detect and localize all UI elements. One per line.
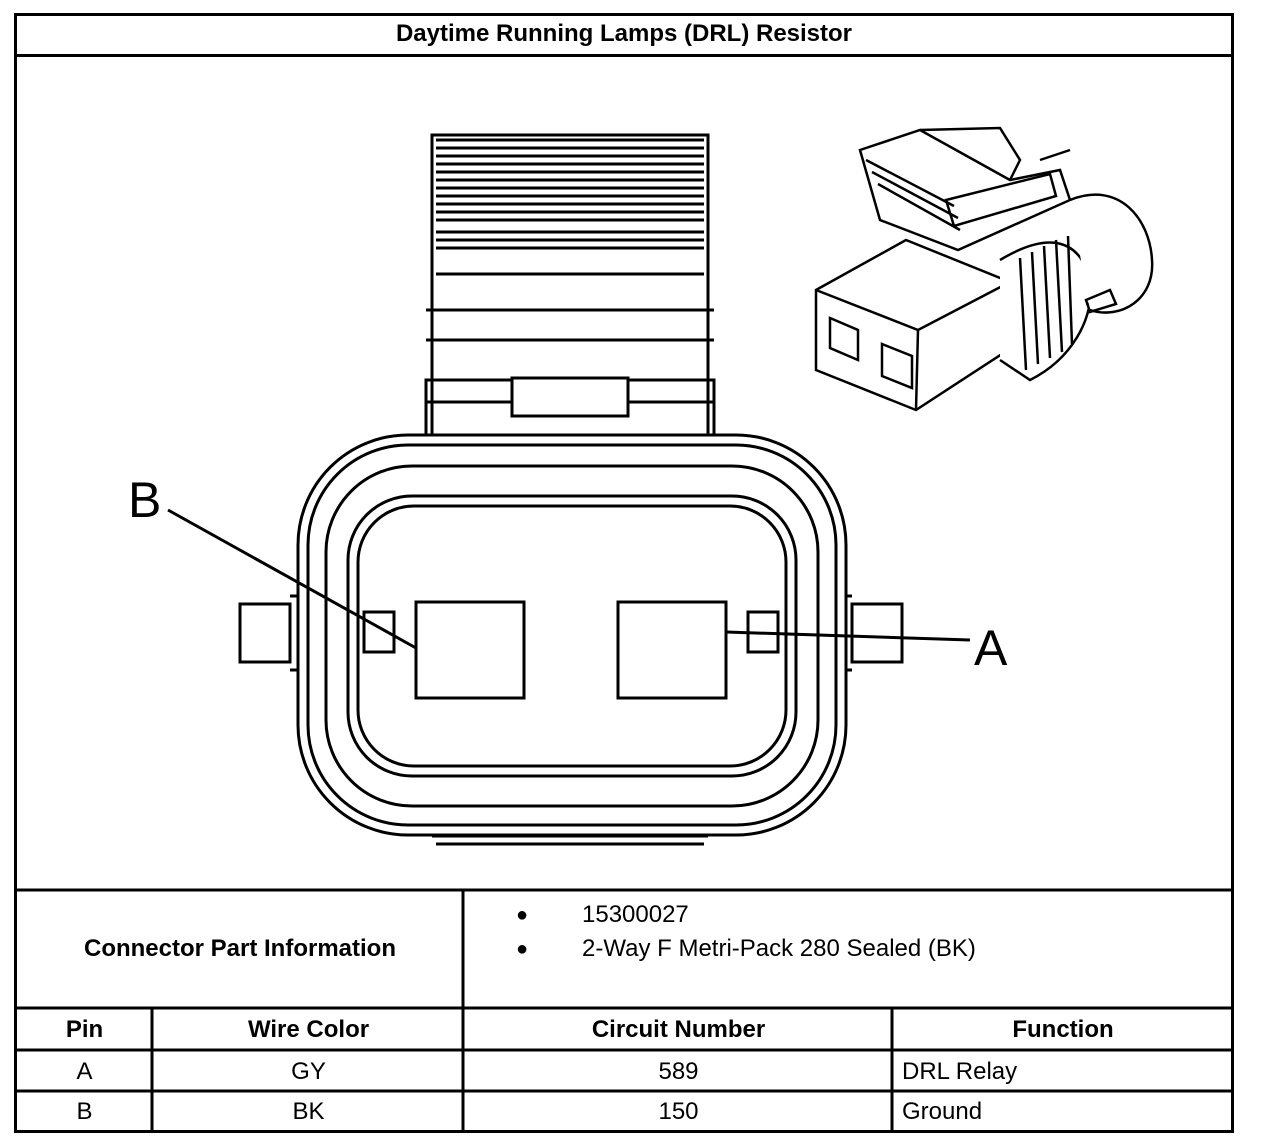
terminal-cavity-b <box>414 600 526 700</box>
column-header-pin: Pin <box>65 1016 104 1043</box>
outer-frame <box>14 13 1234 1133</box>
table-cell: Ground <box>902 1098 983 1125</box>
connector-face-view <box>167 133 971 846</box>
leader-line-a <box>725 630 971 642</box>
table-cell: GY <box>291 1057 326 1085</box>
table-cell: B <box>76 1098 93 1125</box>
part-description: 2-Way F Metri-Pack 280 Sealed (BK) <box>582 935 976 962</box>
leader-line-b <box>167 508 417 650</box>
table-cell: A <box>76 1057 93 1085</box>
connector-info-list: ● 15300027 ● 2-Way F Metri-Pack 280 Seal… <box>500 898 976 966</box>
part-number: 15300027 <box>582 901 689 928</box>
table-cell: 150 <box>658 1098 699 1125</box>
table-cell: DRL Relay <box>902 1057 1018 1085</box>
list-item: ● 15300027 <box>500 898 976 932</box>
pin-label-a: A <box>974 620 1008 676</box>
column-header-circuit-number: Circuit Number <box>591 1016 766 1043</box>
bullet-icon: ● <box>516 937 529 960</box>
table-cell: 589 <box>658 1057 699 1085</box>
connector-iso-view <box>814 126 1154 412</box>
column-header-wire-color: Wire Color <box>247 1016 370 1043</box>
page-title: Daytime Running Lamps (DRL) Resistor <box>14 13 1234 57</box>
bullet-icon: ● <box>516 903 529 926</box>
terminal-cavity-a <box>616 600 728 700</box>
pin-label-b: B <box>128 472 162 528</box>
column-header-function: Function <box>1012 1016 1114 1043</box>
table-cell: BK <box>292 1098 325 1125</box>
list-item: ● 2-Way F Metri-Pack 280 Sealed (BK) <box>500 932 976 966</box>
connector-info-label: Connector Part Information <box>83 935 396 962</box>
